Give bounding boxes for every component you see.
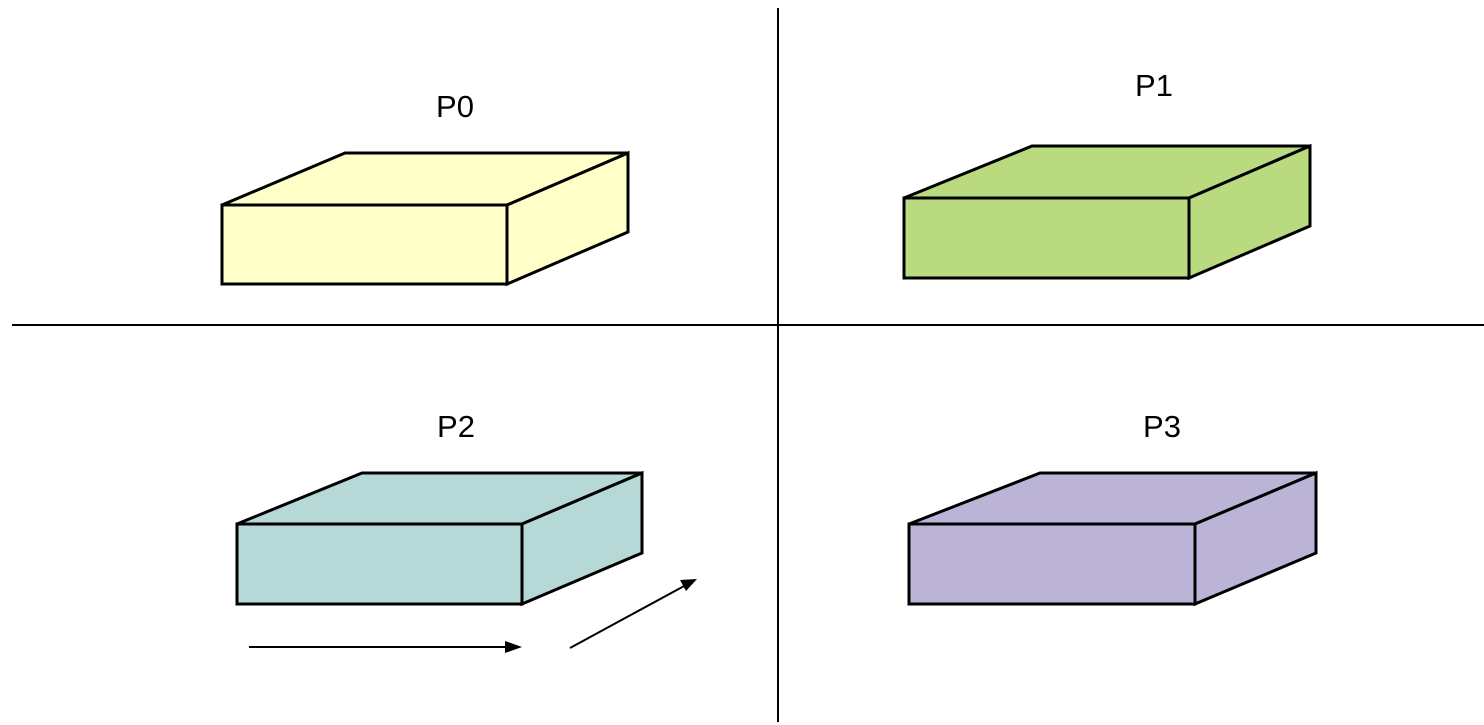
box-p2 [235, 470, 644, 607]
partition-label-p2: P2 [437, 409, 475, 444]
box-p2-front-face [235, 522, 524, 606]
partition-p3: P3 [907, 409, 1318, 607]
x-direction-arrow [249, 641, 522, 653]
depth-arrow-head-icon [680, 579, 697, 591]
partition-p0: P0 [220, 89, 630, 287]
partition-label-p0: P0 [436, 89, 474, 124]
box-p1-front-face [902, 196, 1191, 280]
box-p0 [220, 150, 630, 287]
box-p1 [902, 143, 1312, 281]
partition-p2: P2 [235, 409, 697, 653]
partition-label-p1: P1 [1135, 68, 1173, 103]
box-p3 [907, 470, 1318, 607]
depth-direction-arrow [569, 579, 697, 649]
partition-p1: P1 [902, 68, 1312, 281]
box-p3-front-face [907, 522, 1197, 606]
x-arrow-head-icon [505, 641, 522, 653]
partition-label-p3: P3 [1143, 409, 1181, 444]
box-p0-front-face [220, 203, 509, 286]
